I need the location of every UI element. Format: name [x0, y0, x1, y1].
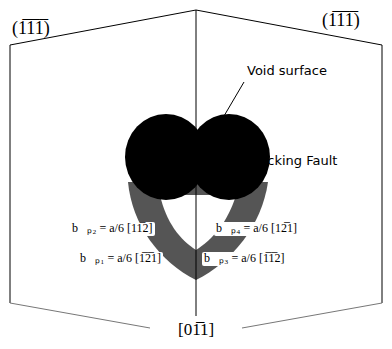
face-bottom-right: [242, 303, 382, 328]
plane-faces: [10, 10, 382, 328]
plane-label: (1̅1̅1̅): [12, 18, 50, 39]
burgers-vector: b⃗ₚ₃ = a/6 [1̅1̅2]: [202, 252, 287, 266]
burgers-vector: b⃗ₚ₁ = a/6 [1̅2̅1]: [78, 252, 163, 266]
burgers-vector: b⃗ₚ₄ = a/6 [12̅1]: [214, 222, 299, 236]
plane-label: (1̅1̅1̅): [322, 10, 360, 31]
face-bottom-left: [10, 303, 150, 328]
leader-line: [224, 82, 244, 116]
direction-label: [01̅1]: [178, 320, 214, 340]
leader-line: [240, 172, 246, 193]
callout-label: Stacking Fault: [246, 154, 337, 169]
callout-label: Void surface: [247, 64, 327, 79]
burgers-vector: b⃗ₚ₂ = a/6 [11̅2]: [70, 222, 155, 236]
